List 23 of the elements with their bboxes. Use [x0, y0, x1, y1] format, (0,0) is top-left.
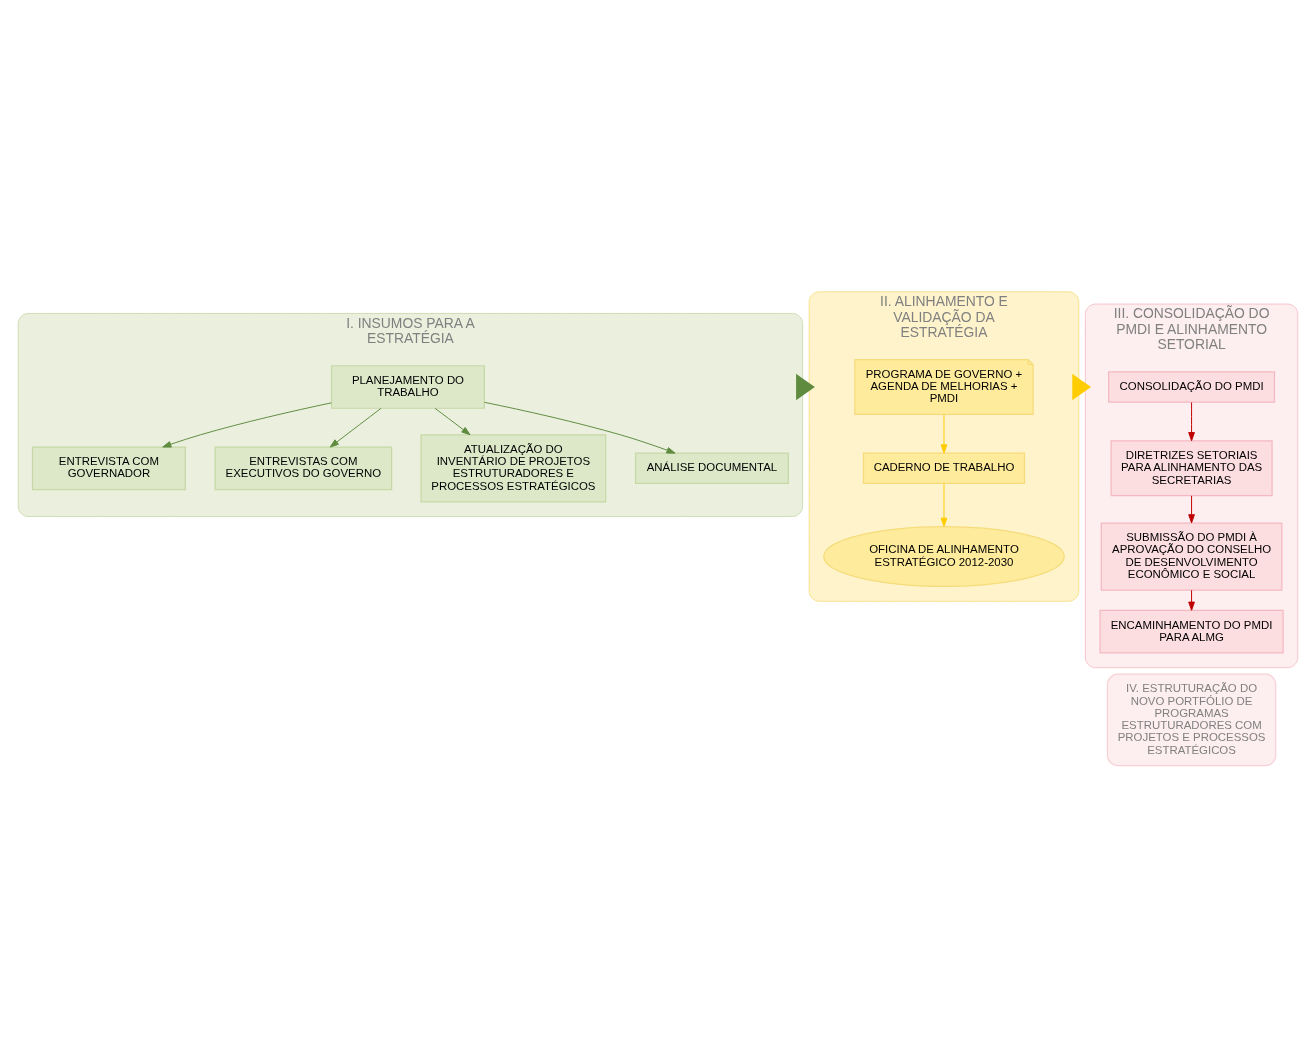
arrow: [1188, 401, 1195, 441]
arrow: [329, 407, 382, 448]
node-box: SUBMISSÃO DO PMDI À APROVAÇÃO DO CONSELHO DE DESENVOLVIMENTO ECONÔMICO E SOCIAL: [1100, 521, 1283, 591]
arrow: [484, 401, 676, 454]
node-box: DIRETRIZES SETORIAIS PARA ALINHAMENTO DAS SECRETARIAS: [1110, 439, 1273, 496]
arrow: [940, 413, 948, 453]
arrow: [940, 482, 948, 527]
arrow: [162, 401, 332, 448]
node-box: CADERNO DE TRABALHO: [862, 452, 1026, 484]
arrow: [434, 407, 471, 435]
arrow: [796, 373, 815, 400]
node-box: ENTREVISTA COM GOVERNADOR: [31, 445, 186, 490]
node-box: ENTREVISTAS COM EXECUTIVOS DO GOVERNO: [214, 445, 393, 490]
arrow: [1072, 373, 1092, 400]
node-box: ENCAMINHAMENTO DO PMDI PARA ALMG: [1099, 609, 1284, 654]
arrow: [1188, 494, 1195, 523]
node-box: ATUALIZAÇÃO DO INVENTÁRIO DE PROJETOS ESTRUTURADORES E PROCESSOS ESTRATÉGICOS: [420, 433, 607, 502]
node-box: IV. ESTRUTURAÇÃO DO NOVO PORTFÓLIO DE PROGRAMAS ESTRUTURADORES COM PROJETOS E PROCESSOS ESTRATÉGICOS: [1106, 673, 1277, 766]
node-box: CONSOLIDAÇÃO DO PMDI: [1108, 370, 1276, 403]
node-box: ANÁLISE DOCUMENTAL: [634, 452, 789, 484]
arrow: [1188, 589, 1195, 611]
node-box: PLANEJAMENTO DO TRABALHO: [330, 364, 485, 409]
node-ellipse: OFICINA DE ALINHAMENTO ESTRATÉGICO 2012-2030: [823, 525, 1065, 587]
